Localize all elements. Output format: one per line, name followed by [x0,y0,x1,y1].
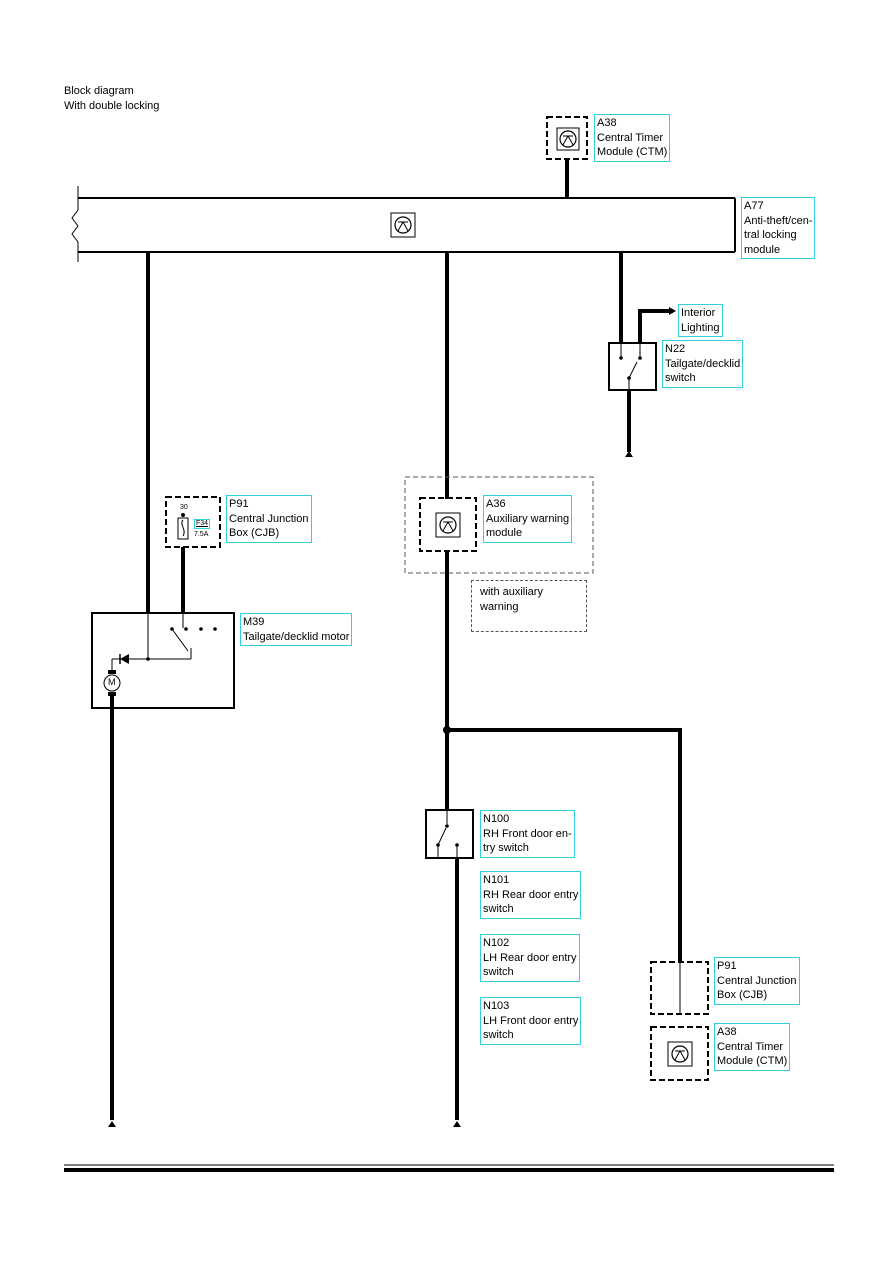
n100-label: N100 RH Front door en- try switch [480,810,575,858]
label-line: Anti-theft/cen- [744,214,813,227]
label-line: Central Timer [717,1040,784,1053]
fuse-rating-label: 7.5A [194,531,209,538]
a77-label: A77 Anti-theft/cen- tral locking module [741,197,816,259]
transistor-icon [559,130,577,148]
label-line: tral locking [744,229,797,241]
aux-warning-note: with auxiliary warning [471,580,587,632]
label-line: Box (CJB) [229,527,280,539]
a38-top-module-box [546,116,588,160]
label-line: switch [483,966,514,978]
a77-module-bar [71,186,736,262]
n102-label: N102 LH Rear door entry switch [480,934,580,982]
diagram-header: Block diagram With double locking [64,84,159,113]
p91-right-label: P91 Central Junction Box (CJB) [714,957,800,1005]
label-line: Tailgate/decklid [665,357,741,370]
interior-lighting-label: Interior Lighting [678,304,723,337]
p91-left-label: P91 Central Junction Box (CJB) [226,495,312,543]
n22-label: N22 Tailgate/decklid switch [662,340,744,388]
p91-right-box [650,961,709,1015]
label-line: RH Front door en- [483,827,572,840]
label-line: switch [483,903,514,915]
a38-bottom-module-box [650,1026,709,1081]
label-line: Tailgate/decklid motor [243,630,350,643]
label-line: A38 [717,1026,737,1038]
label-line: switch [483,1029,514,1041]
label-line: module [744,243,781,256]
m39-label: M39 Tailgate/decklid motor [240,613,353,646]
label-line: warning [480,600,519,613]
ground-symbol [453,1121,461,1127]
label-line: LH Rear door entry [483,951,577,964]
label-line: Central Junction [717,974,797,987]
label-line: Interior [681,307,716,319]
label-line: A38 [597,117,617,129]
label-line: N22 [665,343,686,355]
label-line: A77 [744,200,764,212]
m39-motor-box [91,612,235,709]
label-line: P91 [717,960,737,972]
label-line: N100 [483,813,510,825]
n22-switch-box [608,342,657,391]
label-line: Central Timer [597,131,664,144]
a36-label: A36 Auxiliary warning module [483,495,573,543]
transistor-icon [671,1045,689,1063]
label-line: Auxiliary warning [486,512,570,525]
label-line: Module (CTM) [717,1055,788,1067]
ground-symbol [108,1121,116,1127]
label-line: Central Junction [229,512,309,525]
a38-bottom-label: A38 Central Timer Module (CTM) [714,1023,791,1071]
label-line: N101 [483,874,510,886]
label-line: try switch [483,842,529,854]
a38-top-label: A38 Central Timer Module (CTM) [594,114,671,162]
motor-symbol-label: M [108,677,116,687]
header-line-1: Block diagram [64,85,134,97]
label-line: Module (CTM) [597,146,668,158]
label-line: A36 [486,498,506,510]
label-line: M39 [243,616,265,628]
label-line: module [486,527,523,539]
n103-label: N103 LH Front door entry switch [480,997,582,1045]
label-line: P91 [229,498,249,510]
label-line: N103 [483,1000,510,1012]
header-line-2: With double locking [64,99,160,112]
label-line: RH Rear door entry [483,888,579,901]
label-line: with auxiliary [480,586,543,598]
fuse-f34-label: F34 [194,519,211,529]
label-line: N102 [483,937,510,949]
label-line: Box (CJB) [717,989,768,1001]
p91-left-fuse-box [165,496,221,548]
label-line: Lighting [681,321,720,334]
n100-switch-box [425,730,474,859]
label-line: LH Front door entry [483,1014,579,1027]
transistor-icon [439,516,457,534]
transistor-icon [394,216,412,234]
n101-label: N101 RH Rear door entry switch [480,871,582,919]
ground-symbol [625,451,633,457]
label-line: switch [665,372,696,384]
terminal-30-label: 30 [180,504,188,511]
